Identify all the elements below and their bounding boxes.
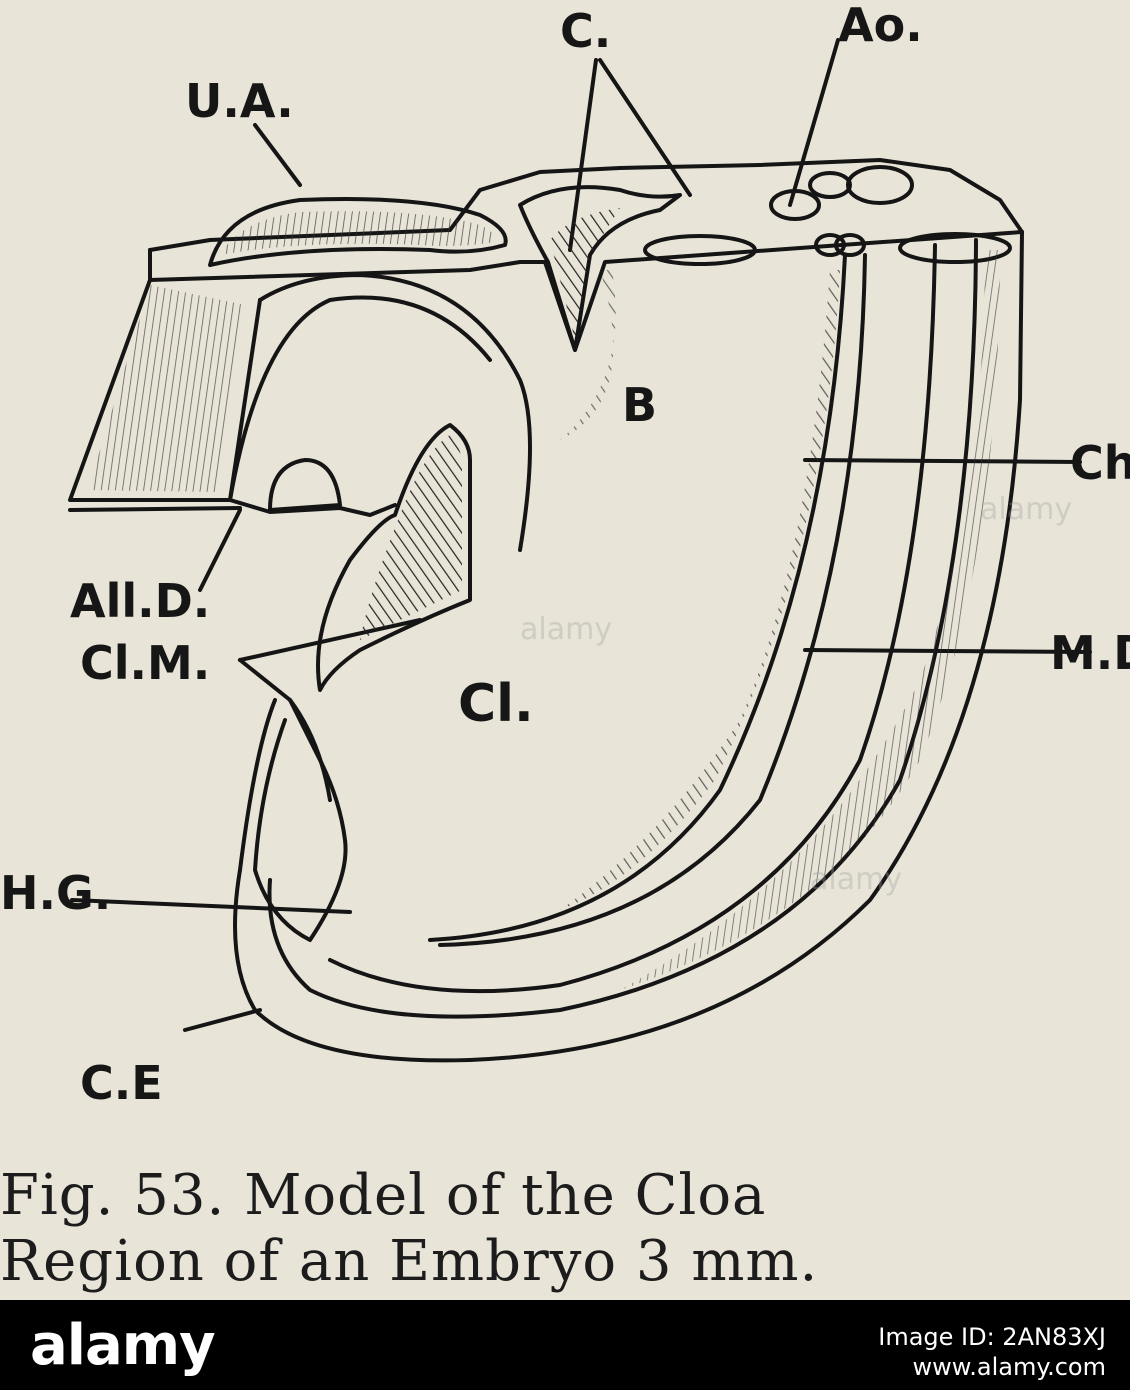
leader-alld (70, 508, 240, 510)
leader-clm (240, 620, 420, 660)
c-groove (520, 187, 680, 350)
caption-line-2: Region of an Embryo 3 mm. (0, 1234, 818, 1290)
site-url: www.alamy.com (878, 1352, 1106, 1382)
footer-image-info: Image ID: 2AN83XJ www.alamy.com (878, 1322, 1106, 1382)
figure-plate: C. Ao. U.A. B Ch All.D. Cl.M. Cl. M.D. H… (0, 0, 1130, 1300)
label-hg: H.G. (0, 870, 111, 916)
label-ce: C.E (80, 1060, 163, 1106)
watermark: alamy (810, 862, 902, 897)
label-ua: U.A. (185, 78, 294, 124)
leader-ua (255, 125, 300, 185)
leader-ce (185, 1010, 260, 1030)
label-c: C. (560, 8, 611, 54)
leader-hg (72, 900, 350, 912)
footer-bar: alamy Image ID: 2AN83XJ www.alamy.com (0, 1300, 1130, 1390)
allantoic-opening (270, 460, 340, 510)
label-ch: Ch (1070, 440, 1130, 486)
hindgut-curve (255, 700, 346, 940)
leader-c-right (600, 60, 690, 195)
aorta-section (771, 191, 819, 219)
caption-line-1: Fig. 53. Model of the Cloa (0, 1168, 766, 1224)
label-b: B (622, 382, 657, 428)
vessel-section-2 (848, 167, 912, 203)
alamy-logo: alamy (30, 1312, 310, 1378)
watermark: alamy (520, 612, 612, 647)
label-cl: Cl. (458, 678, 534, 730)
logo-text: alamy (30, 1313, 215, 1378)
label-md: M.D. (1050, 630, 1130, 676)
label-ao: Ao. (838, 2, 923, 48)
outer-body-curve (235, 232, 1022, 1060)
leader-clm-2 (240, 660, 290, 700)
vessel-section-1 (810, 173, 850, 197)
label-clm: Cl.M. (80, 640, 210, 686)
duct-section-left (645, 236, 755, 264)
watermark: alamy (980, 492, 1072, 527)
leader-ch (805, 460, 1080, 462)
label-alld: All.D. (70, 578, 210, 624)
image-id: Image ID: 2AN83XJ (878, 1322, 1106, 1352)
